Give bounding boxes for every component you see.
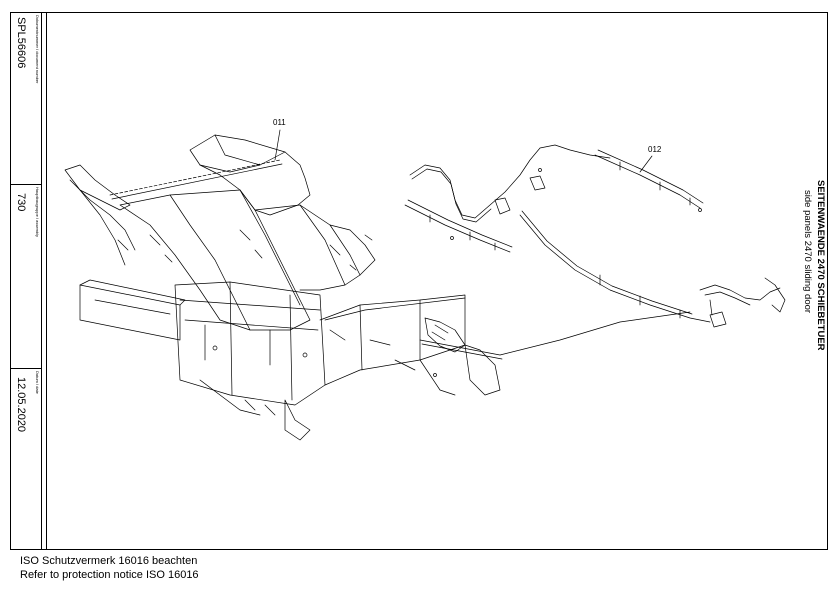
assembly-cell: Hauptbaugruppe / assembly 730 (11, 185, 42, 369)
part-011-side-panels (64, 134, 501, 441)
drawing-title-de: SEITENWAENDE 2470 SCHIEBETUER (815, 180, 826, 351)
part-012-sliding-door-rails (404, 144, 786, 360)
footer-protection-de: ISO Schutzvermerk 16016 beachten (20, 555, 198, 567)
footer-protection-en: Refer to protection notice ISO 16016 (20, 569, 199, 581)
leader-012 (639, 155, 653, 173)
title-block: Dokumentnummer / document number SPL5660… (11, 13, 42, 549)
part-label-011: 011 (273, 118, 286, 127)
leader-011 (274, 129, 281, 161)
drawing-frame: Dokumentnummer / document number SPL5660… (10, 12, 828, 550)
part-label-012: 012 (648, 145, 662, 154)
drawing-title-en: side panels 2470 sliding door (802, 190, 813, 314)
title-block-divider (46, 13, 47, 549)
doc-number-cell: Dokumentnummer / document number SPL5660… (11, 13, 42, 185)
